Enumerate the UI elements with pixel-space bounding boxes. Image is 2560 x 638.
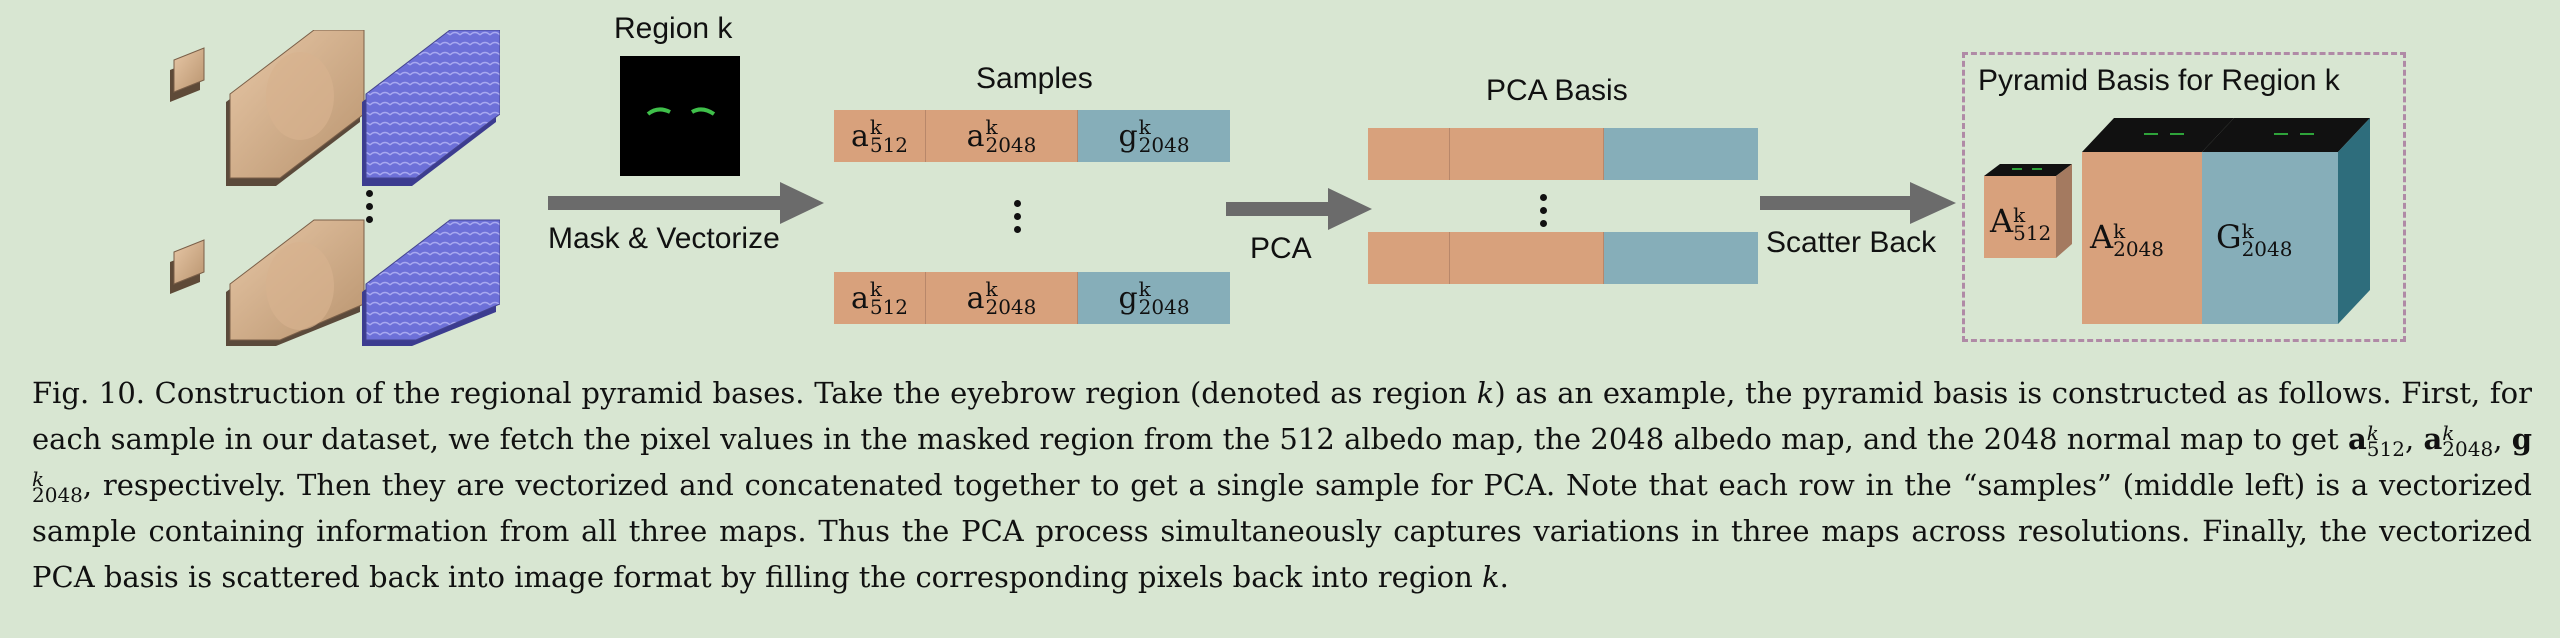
arrow-pca: [1226, 188, 1372, 230]
arrow-mask-vectorize: [548, 182, 824, 224]
albedo-2048-map-top: [226, 30, 365, 186]
pca-basis-row-first: [1368, 128, 1758, 180]
pca-cell-normal-2048: [1604, 128, 1758, 180]
albedo-512-map-bottom: [170, 239, 205, 294]
caption-text-1: Construction of the regional pyramid bas…: [145, 376, 1477, 410]
pyramid-basis-title: Pyramid Basis for Region k: [1978, 64, 2340, 97]
figure-label: Fig. 10.: [32, 376, 145, 410]
normal-2048-map-bottom: [362, 219, 500, 346]
arrow-label-mask-vectorize: Mask & Vectorize: [548, 222, 780, 255]
cube-albedo-2048: [2082, 118, 2234, 324]
caption-text-2: ) as an example, the pyramid basis is co…: [32, 376, 2532, 456]
caption-text-3: , respectively. Then they are vectorized…: [32, 468, 2532, 594]
samples-title: Samples: [976, 62, 1093, 95]
region-mask-image: [620, 56, 740, 176]
input-maps-illustration: [170, 30, 500, 346]
caption-k-2: k: [1482, 560, 1500, 594]
pca-cell-normal-2048: [1604, 232, 1758, 284]
caption-separator: ,: [2493, 422, 2512, 456]
figure-caption: Fig. 10. Construction of the regional py…: [32, 370, 2532, 600]
vertical-ellipsis-pca: [1540, 194, 1548, 233]
caption-text-4: .: [1499, 560, 1509, 594]
arrow-scatter-back: [1760, 182, 1956, 224]
pca-basis-title: PCA Basis: [1486, 74, 1628, 107]
normal-2048-map-top: [362, 30, 500, 186]
pca-cell-albedo-512: [1368, 128, 1450, 180]
caption-k-1: k: [1476, 376, 1495, 410]
pca-cell-albedo-2048: [1450, 232, 1604, 284]
pca-cell-albedo-512: [1368, 232, 1450, 284]
pca-cell-albedo-2048: [1450, 128, 1604, 180]
albedo-512-map-top: [170, 47, 205, 102]
pyramid-basis-dashed-box: [1962, 52, 2406, 342]
vertical-ellipsis-left: [366, 190, 374, 229]
albedo-2048-map-bottom: [226, 219, 365, 346]
cube-normal-2048: [2202, 118, 2370, 324]
arrow-label-pca: PCA: [1250, 232, 1312, 265]
cube-albedo-512: [1984, 164, 2072, 258]
region-k-title: Region k: [614, 12, 733, 45]
vertical-ellipsis-samples: [1014, 200, 1022, 239]
pyramid-cubes: [1984, 118, 2370, 324]
pca-basis-row-last: [1368, 232, 1758, 284]
arrow-label-scatter-back: Scatter Back: [1766, 226, 1937, 259]
caption-separator: ,: [2404, 422, 2424, 456]
